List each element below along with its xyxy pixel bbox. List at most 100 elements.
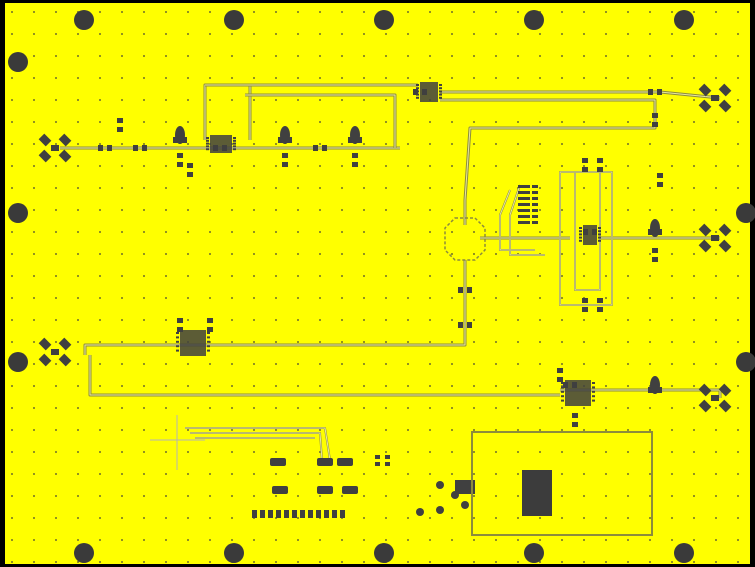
small-pad [461, 501, 469, 509]
trace-center [89, 355, 560, 396]
mounting-hole [224, 543, 244, 563]
component-pad [597, 158, 603, 163]
rf-connector [38, 337, 72, 367]
component-pad [652, 122, 658, 127]
trace-center [185, 427, 331, 461]
component-pad [652, 113, 658, 118]
ic-pin [176, 340, 179, 343]
ic-pin [439, 84, 442, 86]
connector-pad [718, 399, 732, 413]
ic-pin [561, 395, 564, 398]
trace-center [499, 189, 535, 251]
passive-component [652, 113, 658, 127]
ic-pin [592, 386, 595, 389]
trimmer-component [350, 126, 360, 144]
passive-component [648, 387, 662, 393]
mounting-hole [524, 543, 544, 563]
component-pad [322, 145, 327, 151]
ic-pin [416, 90, 419, 93]
ic-pin [416, 93, 419, 96]
ic-pin [416, 87, 419, 90]
component-pad [173, 137, 178, 143]
component-pad [282, 153, 288, 158]
header-pin [518, 191, 530, 194]
component-pad [98, 145, 103, 151]
ic-body [180, 330, 206, 356]
ic-pin [207, 349, 210, 352]
component-pad [458, 322, 463, 328]
smd-component [317, 458, 333, 466]
trace-center [509, 184, 545, 256]
trimmer-component [650, 376, 660, 394]
passive-component [582, 298, 588, 312]
header-pin [532, 203, 538, 206]
ic-pin [206, 139, 209, 142]
component-pad [352, 162, 358, 167]
mounting-hole [8, 52, 28, 72]
pin-header-pad [284, 510, 289, 518]
pin-header-pad [252, 510, 257, 518]
header-pin [518, 221, 530, 224]
connector-pad [698, 239, 712, 253]
connector-center-pin [51, 145, 59, 151]
mounting-hole [8, 203, 28, 223]
ic-pin [592, 399, 595, 402]
component-pad [117, 127, 123, 132]
connector-pad [698, 399, 712, 413]
passive-component [177, 318, 183, 332]
component-pad [652, 257, 658, 262]
ic-pin [233, 139, 236, 142]
trace-center [440, 99, 656, 225]
passive-component [117, 118, 123, 132]
connector-pad [58, 133, 72, 147]
ic-pin [598, 230, 601, 233]
trace-center [559, 171, 613, 306]
ic-pin [416, 96, 419, 99]
component-pad [652, 248, 658, 253]
connector-pad [698, 83, 712, 97]
component-pad [597, 307, 603, 312]
component-layer [38, 82, 732, 536]
component-pad [657, 229, 662, 235]
connector-pad [58, 149, 72, 163]
ic-body [583, 225, 597, 245]
mounting-hole [736, 203, 755, 223]
mounting-hole [736, 352, 755, 372]
component-pad [648, 89, 653, 95]
ic-pin [206, 145, 209, 148]
component-pad [278, 137, 283, 143]
component-pad [187, 163, 193, 168]
component-pad [657, 182, 663, 187]
passive-component [648, 89, 662, 95]
component-pad [597, 167, 603, 172]
mounting-hole [674, 10, 694, 30]
component-pad [582, 158, 588, 163]
trimmer-component [650, 219, 660, 237]
passive-component [597, 158, 603, 172]
ic-package [206, 135, 236, 153]
component-pad [348, 137, 353, 143]
ic-pin [176, 336, 179, 339]
connector-pad [38, 133, 52, 147]
passive-component [582, 158, 588, 172]
ic-pin [439, 87, 442, 90]
ic-pin [176, 349, 179, 352]
octagon-footprint [444, 217, 486, 261]
connector-pad [718, 83, 732, 97]
ic-pin [233, 148, 236, 151]
ic-pin [233, 137, 236, 139]
component-pad [557, 377, 563, 382]
pin-header-pad [300, 510, 305, 518]
trace-center [245, 94, 396, 148]
connector-center-pin [711, 235, 719, 241]
ic-pin [233, 145, 236, 148]
component-pad [413, 89, 418, 95]
passive-component [177, 153, 183, 167]
ic-body [210, 135, 232, 153]
component-pad [182, 137, 187, 143]
header-pin [518, 209, 530, 212]
component-pad [177, 318, 183, 323]
smd-component [272, 486, 288, 494]
ic-pin [207, 332, 210, 334]
ic-pin [579, 227, 582, 229]
